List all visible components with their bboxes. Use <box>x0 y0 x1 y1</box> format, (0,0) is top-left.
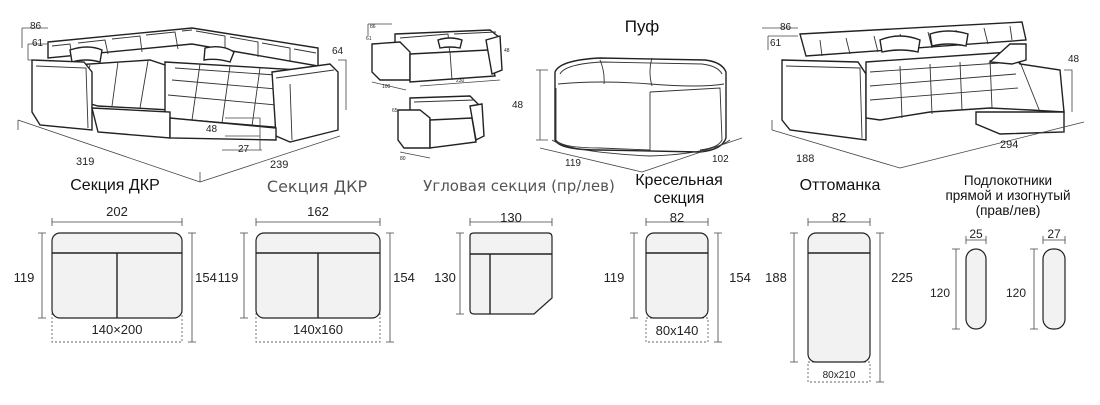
pouf-dim-102: 102 <box>712 154 729 165</box>
dkr2-sleep-area: 140x160 <box>293 322 343 337</box>
dkr1-depth: 119 <box>14 270 35 285</box>
armrest-straight-width: 25 <box>969 227 983 241</box>
title-armrests-line2: прямой и изогнутый <box>945 188 1071 203</box>
armchair-depth: 119 <box>604 270 625 285</box>
chaise-sofa-drawing: 86 61 48 188 294 <box>762 21 1085 169</box>
corner-sofa-dim-86: 86 <box>30 21 42 32</box>
small-sofa-dim-230: 230 <box>456 78 465 84</box>
plan-armrest-straight: 25 120 <box>930 227 987 330</box>
title-armrests-line1: Подлокотники <box>963 173 1053 188</box>
small-sofa-dim-100: 100 <box>382 84 391 90</box>
small-sofa-dim-48: 48 <box>504 48 510 54</box>
dkr2-width: 162 <box>307 204 329 219</box>
ottoman-depth: 188 <box>765 270 787 285</box>
chaise-sofa-dim-48: 48 <box>1068 54 1080 65</box>
plan-armchair-82: 82 119 154 80x140 <box>604 210 751 343</box>
title-armchair-section: Кресельная секция <box>624 172 734 208</box>
title-ottoman: Оттоманка <box>799 177 881 194</box>
armchair-dim-65: 65 <box>392 108 398 114</box>
plan-corner-130: 130 130 <box>434 210 553 315</box>
corner-sofa-dim-239: 239 <box>270 159 288 171</box>
ottoman-width: 82 <box>832 210 846 225</box>
title-pouf: Пуф <box>624 17 660 36</box>
dkr2-depth: 119 <box>218 270 239 285</box>
armrest-straight-length: 120 <box>930 286 950 300</box>
title-armchair-line2: секция <box>653 190 705 207</box>
ottoman-sleep-area: 80x210 <box>823 370 856 381</box>
chaise-sofa-dim-86: 86 <box>780 22 792 33</box>
dkr1-depth-unfolded: 154 <box>195 270 217 285</box>
pouf-dim-119: 119 <box>565 158 581 169</box>
title-section-dkr-1: Секция ДКР <box>70 177 160 194</box>
corner-sofa-dim-27: 27 <box>238 144 250 155</box>
chaise-sofa-dim-188: 188 <box>796 153 814 165</box>
corner-width: 130 <box>500 210 522 225</box>
corner-sofa-dim-319: 319 <box>76 156 94 168</box>
title-armrests: Подлокотники прямой и изогнутый (прав/ле… <box>928 173 1088 218</box>
armchair-dim-80: 80 <box>400 156 406 162</box>
title-armrests-line3: (прав/лев) <box>975 203 1041 218</box>
small-sofa-dim-86: 86 <box>370 24 376 30</box>
small-sofa-drawing: 86 61 48 230 100 <box>366 23 510 91</box>
armchair-depth-unfolded: 154 <box>729 270 751 285</box>
armchair-drawing: 65 80 <box>392 95 485 162</box>
small-sofa-dim-61: 61 <box>366 36 372 42</box>
plan-dkr-162: 162 119 154 140x160 <box>218 204 415 343</box>
dkr1-width: 202 <box>106 204 128 219</box>
plan-dkr-202: 202 119 154 140×200 <box>14 204 217 343</box>
armchair-width: 82 <box>670 210 684 225</box>
corner-depth: 130 <box>434 270 456 285</box>
armrest-curved-width: 27 <box>1047 227 1061 241</box>
corner-sofa-dim-48: 48 <box>206 124 218 135</box>
title-section-dkr-2: Секция ДКР <box>266 177 368 196</box>
title-armchair-line1: Кресельная <box>635 172 723 189</box>
dkr1-sleep-area: 140×200 <box>92 322 143 337</box>
ottoman-depth-unfolded: 225 <box>891 270 913 285</box>
corner-sofa-drawing: 86 61 64 48 27 319 239 <box>17 21 347 183</box>
pouf-dim-48: 48 <box>512 100 524 111</box>
corner-sofa-dim-64: 64 <box>332 46 344 57</box>
dkr2-depth-unfolded: 154 <box>393 270 415 285</box>
armchair-sleep-area: 80x140 <box>656 323 699 338</box>
chaise-sofa-dim-61: 61 <box>770 38 782 49</box>
corner-sofa-dim-61: 61 <box>32 38 44 49</box>
plan-ottoman-82: 82 188 225 80x210 <box>765 210 913 383</box>
armrest-curved-length: 120 <box>1006 286 1026 300</box>
plan-armrest-curved: 27 120 <box>1006 227 1066 330</box>
pouf-drawing: 48 119 102 <box>512 57 743 173</box>
title-corner-section: Угловая секция (пр/лев) <box>423 177 615 195</box>
chaise-sofa-dim-294: 294 <box>1000 139 1018 151</box>
